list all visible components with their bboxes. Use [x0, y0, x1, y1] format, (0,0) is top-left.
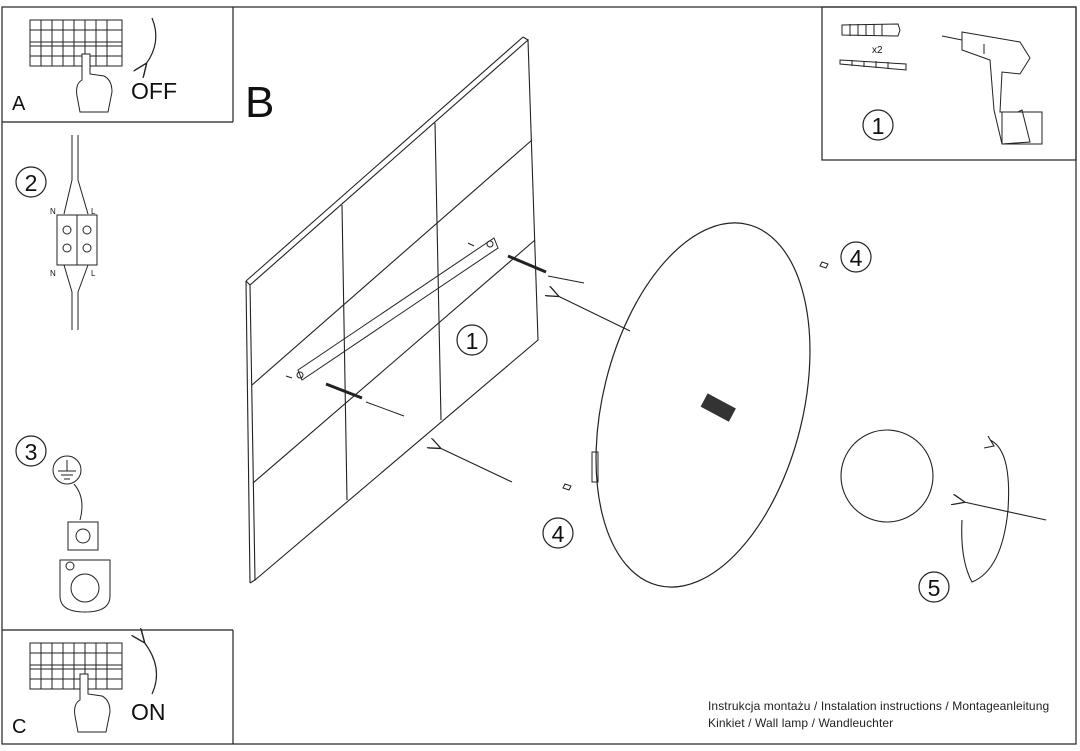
terminal-block-icon: [56, 135, 98, 330]
panel-c-letter: C: [12, 716, 26, 738]
switch-off-label: OFF: [131, 78, 177, 104]
connector-icon: [700, 393, 736, 422]
terminal-n-top: N: [50, 207, 56, 216]
lamp-disc: [591, 222, 811, 588]
ground-symbol-icon: [52, 455, 83, 521]
step-3-badge: [15, 435, 47, 467]
step-4-bottom-number: 4: [552, 521, 565, 547]
step-2-number: 2: [25, 170, 38, 196]
step-3-number: 3: [25, 439, 38, 465]
caption-line-2: Kinkiet / Wall lamp / Wandleuchter: [708, 716, 894, 730]
bracket-screws: [285, 242, 585, 417]
switch-down-arrow-icon: [146, 17, 157, 64]
step-4-bottom-badge: [542, 517, 574, 549]
wall-step-badge: [456, 324, 488, 356]
small-screw-icon: [819, 261, 829, 269]
step-2-wiring: 2 N L N L: [15, 135, 98, 330]
switch-on-label: ON: [131, 699, 166, 725]
wall-panels: [245, 36, 539, 584]
tools-step-number: 1: [872, 113, 885, 139]
panel-c: C ON: [12, 642, 166, 738]
hand-icon: [76, 53, 113, 113]
caption-line-1: Instrukcja montażu / Instalation instruc…: [708, 699, 1050, 713]
breaker-box-icon: [29, 642, 123, 690]
arrow-lamp-to-screw: [558, 296, 631, 332]
breaker-box-icon: [29, 19, 123, 67]
tools-step-badge: [862, 109, 894, 141]
rotate-arrow-icon: [961, 439, 1010, 583]
ground-clamp-icon: [59, 521, 111, 613]
panel-b-letter: B: [245, 78, 274, 127]
step-2-badge: [15, 166, 47, 198]
terminal-n-bottom: N: [50, 269, 56, 278]
cover-disc: [840, 429, 934, 523]
rotate-arrow-head-icon: [983, 435, 995, 449]
mounting-bracket: [296, 237, 499, 381]
panel-a-letter: A: [12, 93, 26, 115]
hand-icon: [74, 673, 111, 733]
step-5-badge: [918, 571, 950, 603]
wall-step-number: 1: [466, 328, 479, 354]
drill-icon: [941, 31, 1043, 145]
small-screw-icon: [562, 483, 572, 491]
terminal-l-top: L: [91, 207, 96, 216]
arrow-cover-to-lamp: [964, 502, 1047, 521]
wall-anchor-icon: [841, 23, 901, 37]
terminal-l-bottom: L: [91, 269, 96, 278]
tools-box: x2 1: [839, 23, 1043, 145]
arrow-lamp-to-wall: [440, 448, 513, 483]
switch-up-arrow-icon: [144, 642, 158, 695]
step-5-number: 5: [928, 575, 941, 601]
step-3-ground: 3: [15, 435, 111, 613]
step-4-top-badge: [840, 241, 872, 273]
frame: [1, 6, 1077, 745]
anchor-quantity: x2: [872, 45, 883, 56]
screw-icon: [839, 59, 907, 71]
step-4-top-number: 4: [850, 245, 863, 271]
panel-a: A OFF: [12, 17, 177, 115]
